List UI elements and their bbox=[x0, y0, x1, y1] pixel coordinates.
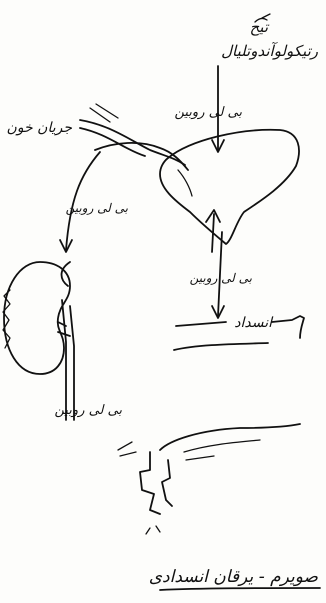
liver-lobe-line bbox=[178, 170, 192, 196]
intestine-top bbox=[160, 424, 300, 450]
label-blood-flow: جریان خون bbox=[7, 120, 73, 136]
intestine-stroke bbox=[118, 442, 136, 456]
small-mark bbox=[146, 526, 160, 534]
intestine-line-2 bbox=[184, 440, 260, 452]
kidney-outline bbox=[4, 262, 70, 374]
intestine-line-3 bbox=[186, 456, 214, 460]
obstruction-duct bbox=[272, 316, 304, 338]
label-bilirubin-liver: بی لی روبین bbox=[190, 271, 253, 285]
label-bilirubin-left: بی لی روبین bbox=[66, 201, 129, 215]
intestine-left bbox=[140, 452, 160, 514]
caption: صویرم - یرقان انسدادی bbox=[149, 567, 319, 587]
title-line-1: تیح bbox=[250, 18, 270, 36]
obstruction-line-left bbox=[176, 322, 226, 326]
label-bilirubin-top: بی لی روبین bbox=[174, 105, 242, 120]
obstruction-line-lower bbox=[174, 343, 268, 350]
blood-vessel-branch bbox=[90, 104, 118, 122]
blood-vessel-lower bbox=[95, 143, 188, 170]
label-obstruction: انسداد bbox=[234, 315, 274, 331]
caption-underline bbox=[160, 588, 320, 590]
arrow-liver-up bbox=[212, 214, 214, 252]
liver-outline bbox=[160, 130, 299, 244]
title-line-2: رتیکولوآندوتلیال bbox=[221, 41, 319, 60]
label-bilirubin-bottom: بی لی روبین bbox=[54, 403, 122, 418]
intestine-right bbox=[162, 460, 172, 506]
